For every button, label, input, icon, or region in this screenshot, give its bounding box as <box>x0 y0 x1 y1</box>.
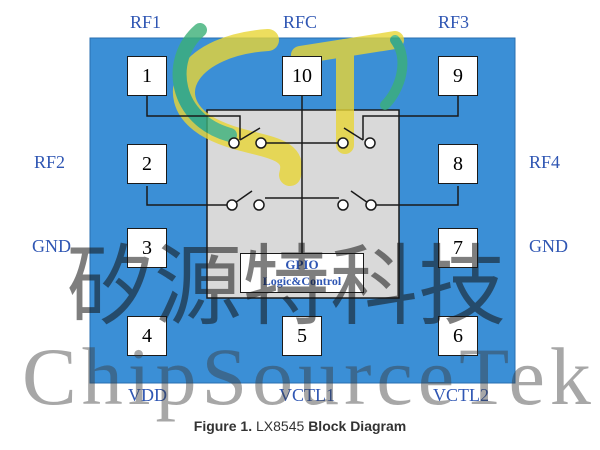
caption-figure: Figure 1. <box>193 418 253 434</box>
gpio-subtitle: Logic&Control <box>262 274 342 288</box>
pin-7: 7 <box>438 228 478 268</box>
caption-title: Block Diagram <box>308 418 407 434</box>
switch-contact <box>337 199 349 211</box>
switch-contact <box>337 137 349 149</box>
switch-contact <box>253 199 265 211</box>
label-rf3: RF3 <box>438 12 470 32</box>
pin-8: 8 <box>438 144 478 184</box>
pin-3: 3 <box>127 228 167 268</box>
pin-2: 2 <box>127 144 167 184</box>
pin-10: 10 <box>282 56 322 96</box>
switch-contacts <box>226 137 377 211</box>
label-gnd-right: GND <box>529 236 568 256</box>
label-vctl2: VCTL2 <box>433 385 489 405</box>
pin-5: 5 <box>282 316 322 356</box>
pin-9: 9 <box>438 56 478 96</box>
switch-contact <box>226 199 238 211</box>
watermark-english: ChipSourceTek <box>22 331 596 422</box>
label-rf4: RF4 <box>529 152 561 172</box>
label-rfc: RFC <box>283 12 318 32</box>
switch-contact <box>364 137 376 149</box>
switch-contact <box>255 137 267 149</box>
caption-part-number: LX8545 <box>256 418 305 434</box>
pin-4: 4 <box>127 316 167 356</box>
gpio-logic-block: GPIO Logic&Control <box>240 253 364 293</box>
label-gnd-left: GND <box>32 236 71 256</box>
pin-1: 1 <box>127 56 167 96</box>
gpio-title: GPIO <box>285 257 319 272</box>
switch-contact <box>365 199 377 211</box>
label-rf2: RF2 <box>34 152 66 172</box>
label-vctl1: VCTL1 <box>279 385 335 405</box>
label-rf1: RF1 <box>130 12 162 32</box>
watermark-chinese: 矽源特科技 <box>66 235 507 338</box>
switch-contact <box>228 137 240 149</box>
figure-caption: Figure 1. LX8545 Block Diagram <box>0 418 600 434</box>
label-vdd: VDD <box>128 385 167 405</box>
pin-6: 6 <box>438 316 478 356</box>
